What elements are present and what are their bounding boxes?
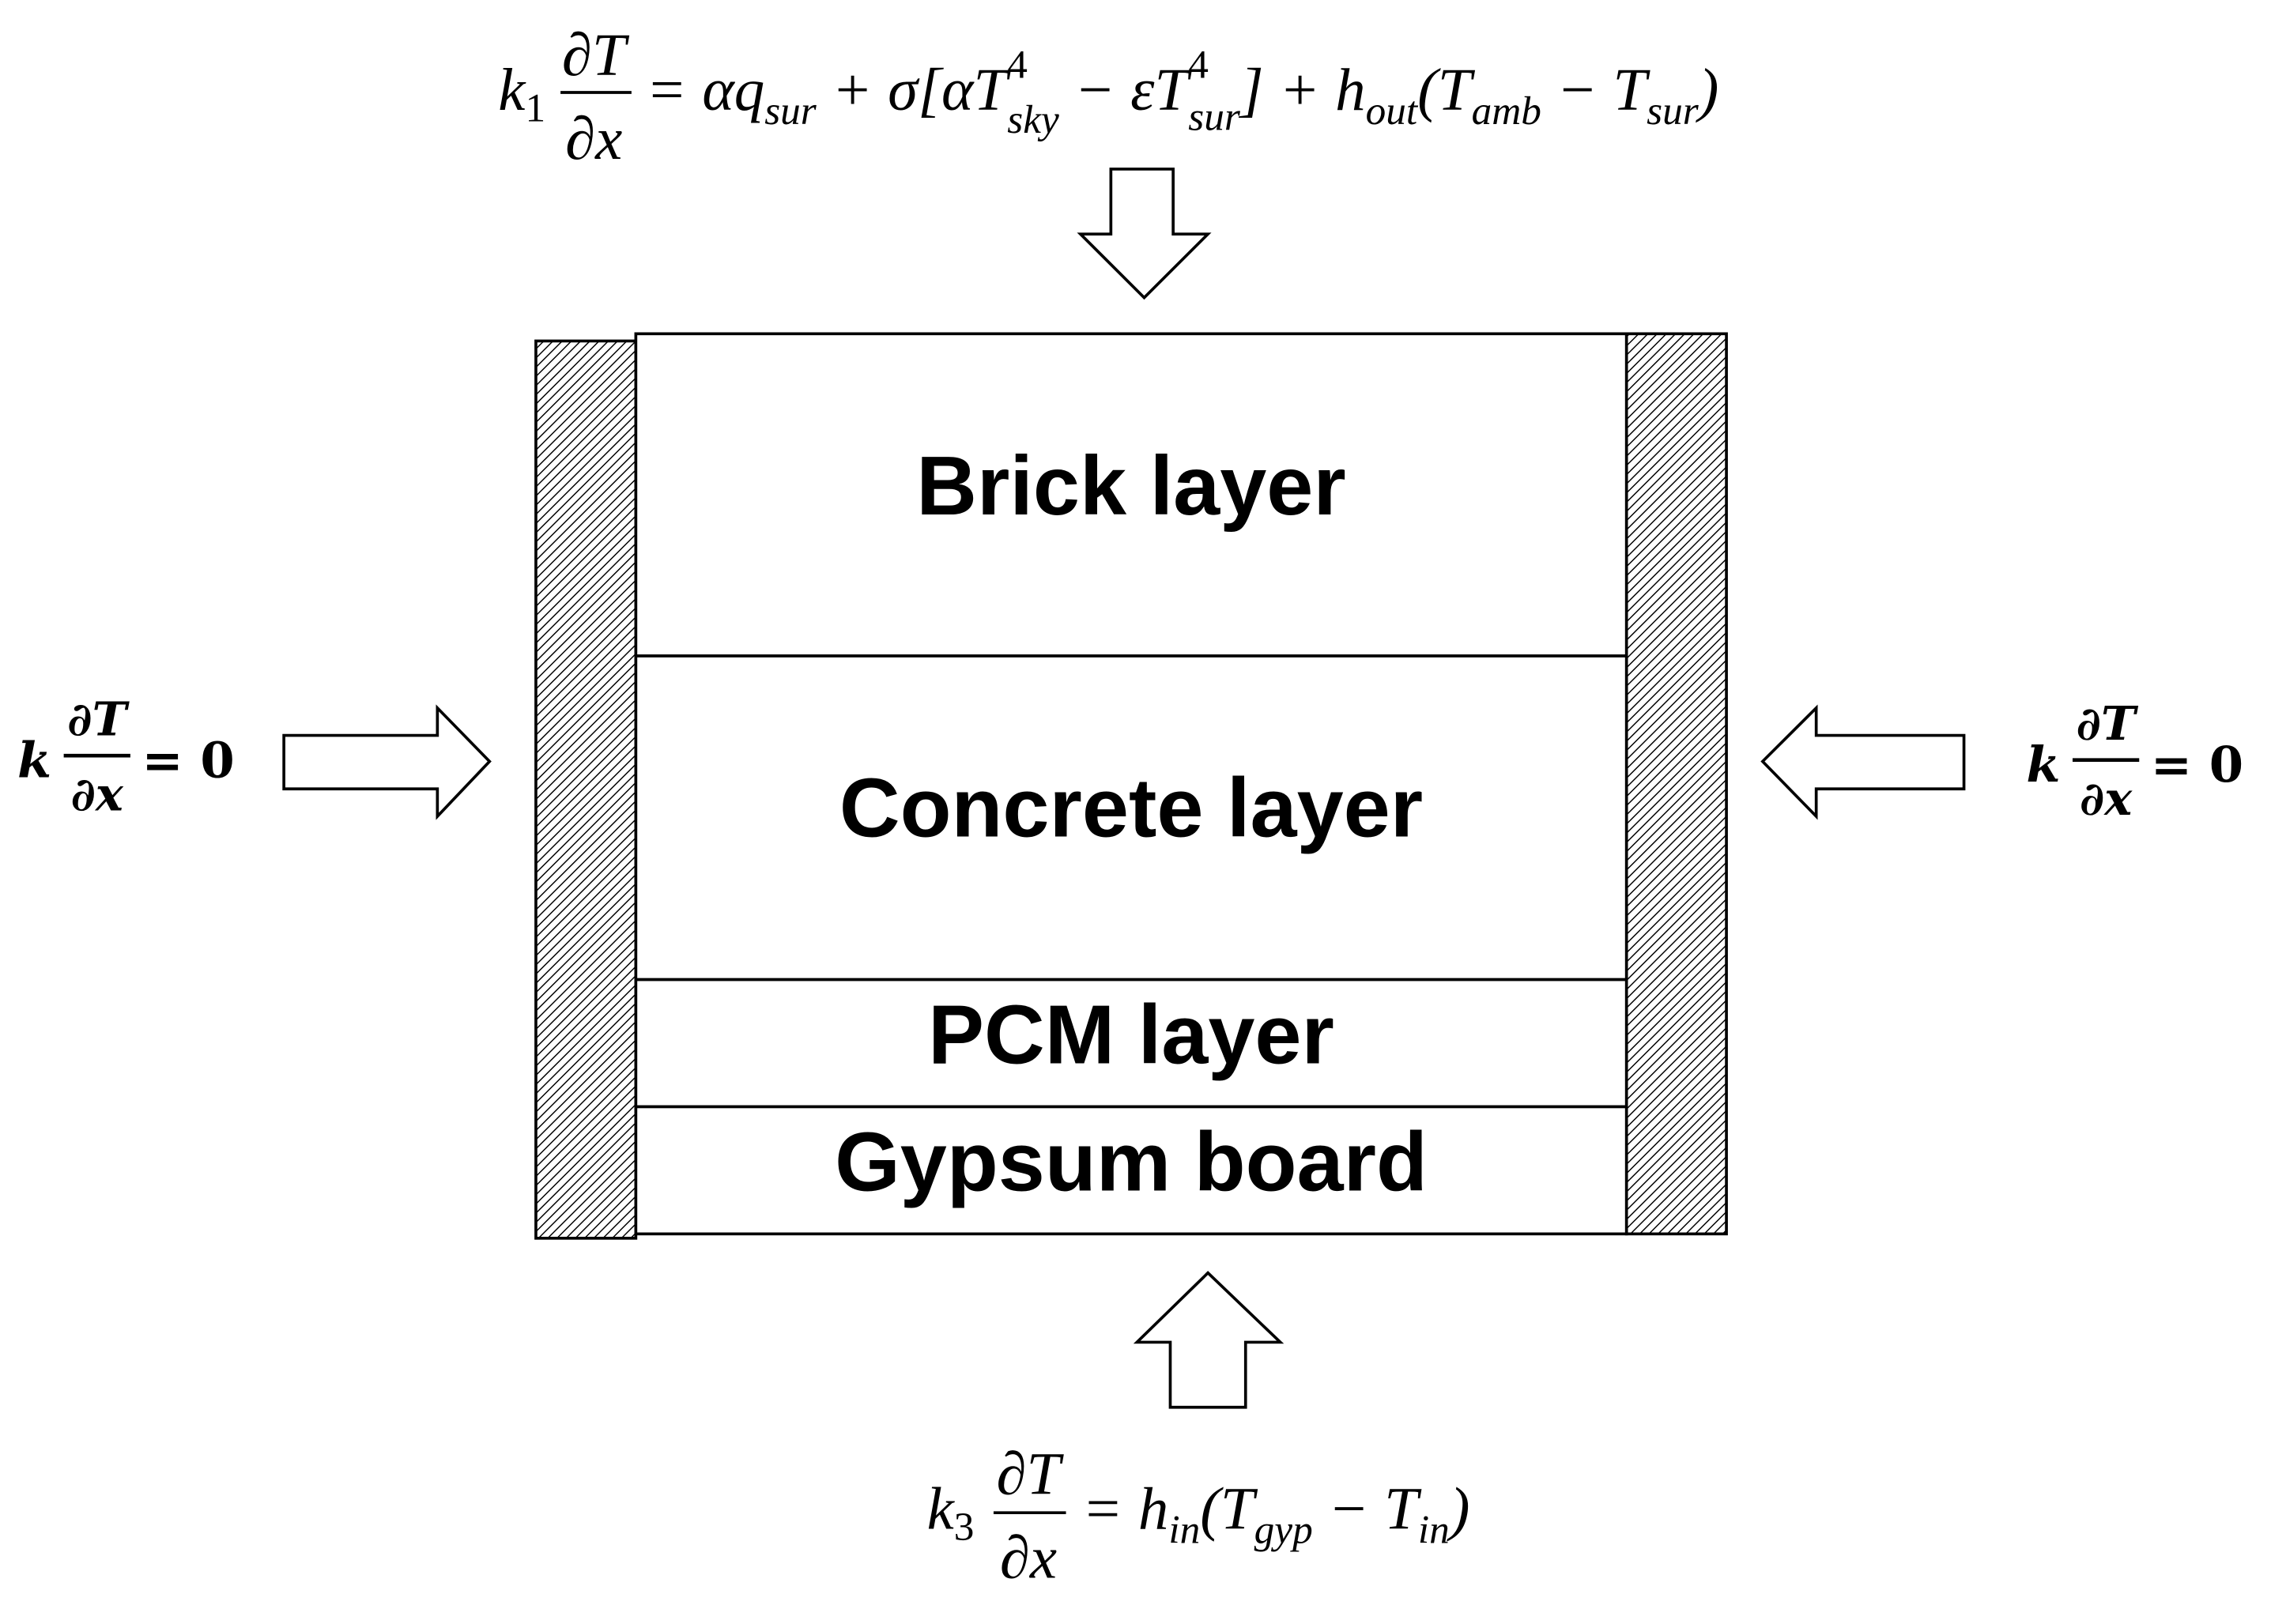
top-eq-denominator: ∂x: [565, 105, 622, 172]
right-eq-denominator: ∂x: [2080, 771, 2133, 826]
concrete-layer-label: Concrete layer: [839, 762, 1423, 855]
bottom-eq-term-1: = h: [1082, 1475, 1169, 1542]
bottom-eq-k-sub: 3: [954, 1505, 975, 1550]
right-left-arrow: [1760, 704, 1966, 820]
top-eq-term-5: (T: [1417, 56, 1476, 123]
right-eq-k: k: [2026, 736, 2060, 793]
bottom-eq-sub-gyp: gyp: [1254, 1508, 1313, 1553]
top-eq-sub-out: out: [1366, 89, 1419, 134]
top-eq-sub-amb: amb: [1472, 89, 1541, 134]
wall-layers: Brick layer Concrete layer PCM layer Gyp…: [634, 332, 1628, 1236]
top-eq-k-sub: 1: [525, 86, 545, 131]
top-eq-term-1: = αq: [646, 56, 764, 123]
bottom-boundary-equation: k3 ∂T ∂x = hin(Tgyp − Tin): [927, 1441, 1470, 1592]
top-eq-term-6: − T: [1541, 56, 1650, 123]
bottom-eq-sub-in: in: [1168, 1508, 1200, 1553]
gypsum-board-label: Gypsum board: [835, 1116, 1428, 1209]
svg-text:k1: k1: [498, 56, 545, 131]
concrete-layer: [634, 654, 1628, 982]
left-eq-rhs: = 0: [142, 732, 235, 789]
brick-layer-label: Brick layer: [916, 439, 1345, 533]
top-eq-k: k: [498, 56, 526, 123]
right-eq-numerator: ∂T: [2077, 696, 2139, 751]
bottom-eq-denominator: ∂x: [1000, 1524, 1057, 1592]
svg-text:= hin(Tgyp − Tin): = hin(Tgyp − Tin): [1082, 1475, 1470, 1552]
top-eq-term-2: + σ[αT: [817, 56, 1012, 123]
bottom-up-arrow: [1133, 1271, 1285, 1409]
right-eq-rhs: = 0: [2151, 736, 2243, 793]
right-boundary-equation: k ∂T ∂x = 0: [2026, 696, 2243, 826]
bottom-eq-term-3: − T: [1313, 1475, 1422, 1542]
bottom-eq-numerator: ∂T: [997, 1441, 1065, 1508]
top-eq-sub-sky: sky: [1007, 97, 1059, 142]
pcm-layer-label: PCM layer: [928, 989, 1334, 1082]
gypsum-board-layer: [634, 1105, 1628, 1236]
left-eq-numerator: ∂T: [67, 692, 130, 747]
top-eq-term-7: ): [1696, 56, 1719, 123]
bottom-eq-sub-in-2: in: [1418, 1508, 1450, 1553]
right-insulated-wall: [1624, 332, 1728, 1236]
top-eq-numerator: ∂T: [562, 21, 630, 89]
top-eq-sub-sur-2: sur: [1188, 95, 1241, 140]
top-eq-term-3: − εT: [1059, 56, 1193, 123]
bottom-eq-term-2: (T: [1200, 1475, 1258, 1542]
top-eq-term-4: ] + h: [1239, 56, 1366, 123]
top-eq-sup-sur: 4: [1188, 43, 1209, 88]
left-boundary-equation: k ∂T ∂x = 0: [17, 692, 235, 822]
top-eq-sub-sur: sur: [764, 89, 817, 134]
left-right-arrow: [282, 704, 492, 820]
left-eq-denominator: ∂x: [71, 767, 124, 822]
top-eq-sup-sky: 4: [1007, 43, 1028, 88]
bottom-eq-term-4: ): [1447, 1475, 1470, 1542]
top-eq-sub-sur-3: sur: [1647, 89, 1699, 134]
left-insulated-wall: [534, 339, 638, 1240]
bottom-eq-k: k: [927, 1475, 956, 1542]
top-down-arrow: [1077, 168, 1212, 300]
left-eq-k: k: [17, 732, 51, 789]
svg-text:k3: k3: [927, 1475, 975, 1550]
